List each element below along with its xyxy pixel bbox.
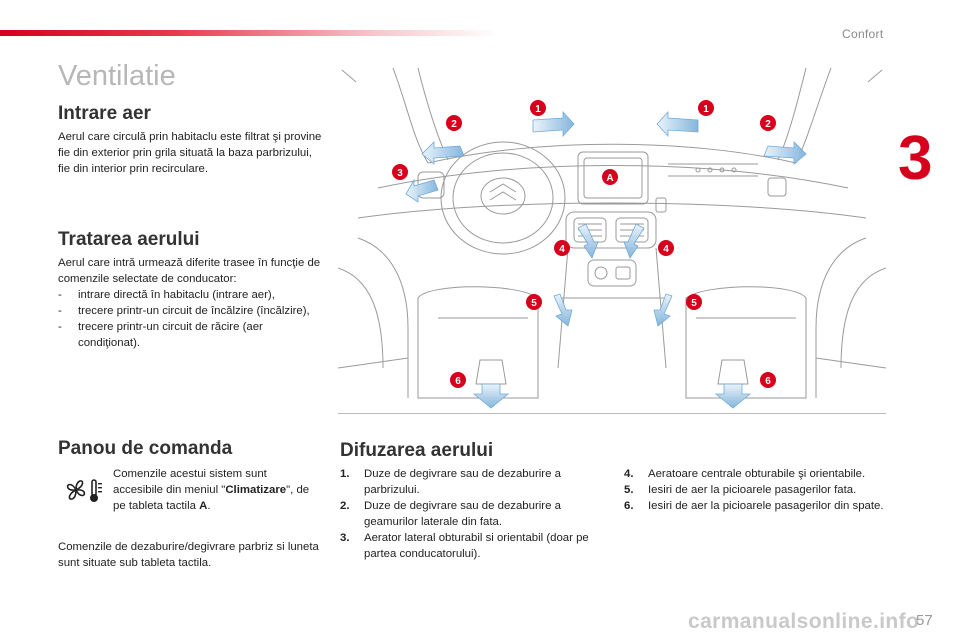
svg-text:6: 6 [455, 376, 461, 387]
svg-text:1: 1 [703, 104, 709, 115]
climate-menu-name: Climatizare [225, 484, 287, 496]
ventilation-diagram: 1 1 2 2 3 A 4 4 5 5 6 6 [338, 68, 886, 414]
panel-text: Comenzile acestui sistem sunt accesibile… [113, 468, 310, 512]
badge-a: A [602, 169, 618, 185]
list-item: 6.Iesiri de aer la picioarele pasagerilo… [624, 500, 884, 512]
intake-text: Aerul care circulă prin habitaclu este f… [58, 131, 322, 175]
svg-text:3: 3 [397, 168, 403, 179]
badge-4-right: 4 [658, 240, 674, 256]
distribution-heading: Difuzarea aerului [340, 440, 494, 461]
list-item: 3.Aerator lateral obturabil si orientabi… [340, 532, 589, 560]
badge-2-right: 2 [760, 115, 776, 131]
badge-2-left: 2 [446, 115, 462, 131]
page-number: 57 [916, 612, 933, 629]
svg-text:6: 6 [765, 376, 771, 387]
list-item: 2.Duze de degivrare sau de dezaburire a … [340, 500, 561, 528]
svg-text:2: 2 [765, 119, 771, 130]
climate-fan-icon [66, 479, 102, 502]
header-accent-bar [0, 30, 500, 36]
badge-1-right: 1 [698, 100, 714, 116]
svg-text:4: 4 [559, 244, 565, 255]
treatment-heading: Tratarea aerului [58, 229, 200, 250]
chapter-number: 3 [898, 124, 933, 193]
treatment-item: trecere printr-un circuit de răcire (aer… [58, 319, 323, 351]
treatment-list: intrare directă în habitaclu (intrare ae… [58, 287, 323, 351]
distribution-list-right: 4.Aeratoare centrale obturabile şi orien… [624, 466, 889, 514]
badge-5-right: 5 [686, 294, 702, 310]
svg-text:4: 4 [663, 244, 669, 255]
page-title: Ventilatie [58, 60, 176, 92]
badge-3: 3 [392, 164, 408, 180]
list-item: 4.Aeratoare centrale obturabile şi orien… [624, 468, 866, 480]
badge-5-left: 5 [526, 294, 542, 310]
badge-4-left: 4 [554, 240, 570, 256]
distribution-list-left: 1.Duze de degivrare sau de dezaburire a … [340, 466, 598, 562]
panel-note: Comenzile de dezaburire/degivrare parbri… [58, 541, 319, 569]
watermark: carmanualsonline.info [688, 610, 920, 633]
section-label: Confort [842, 27, 884, 41]
svg-text:1: 1 [535, 104, 541, 115]
svg-text:5: 5 [531, 298, 537, 309]
intake-heading: Intrare aer [58, 103, 151, 124]
svg-text:2: 2 [451, 119, 457, 130]
badge-6-left: 6 [450, 372, 466, 388]
treatment-item: intrare directă în habitaclu (intrare ae… [58, 287, 323, 303]
panel-heading: Panou de comanda [58, 438, 233, 459]
svg-text:A: A [606, 173, 613, 184]
svg-text:5: 5 [691, 298, 697, 309]
list-item: 5.Iesiri de aer la picioarele pasagerilo… [624, 484, 857, 496]
tablet-reference: A [199, 500, 208, 512]
treatment-intro: Aerul care intră urmează diferite trasee… [58, 257, 321, 285]
badge-6-right: 6 [760, 372, 776, 388]
treatment-item: trecere printr-un circuit de încălzire (… [58, 303, 323, 319]
list-item: 1.Duze de degivrare sau de dezaburire a … [340, 468, 561, 496]
badge-1-left: 1 [530, 100, 546, 116]
